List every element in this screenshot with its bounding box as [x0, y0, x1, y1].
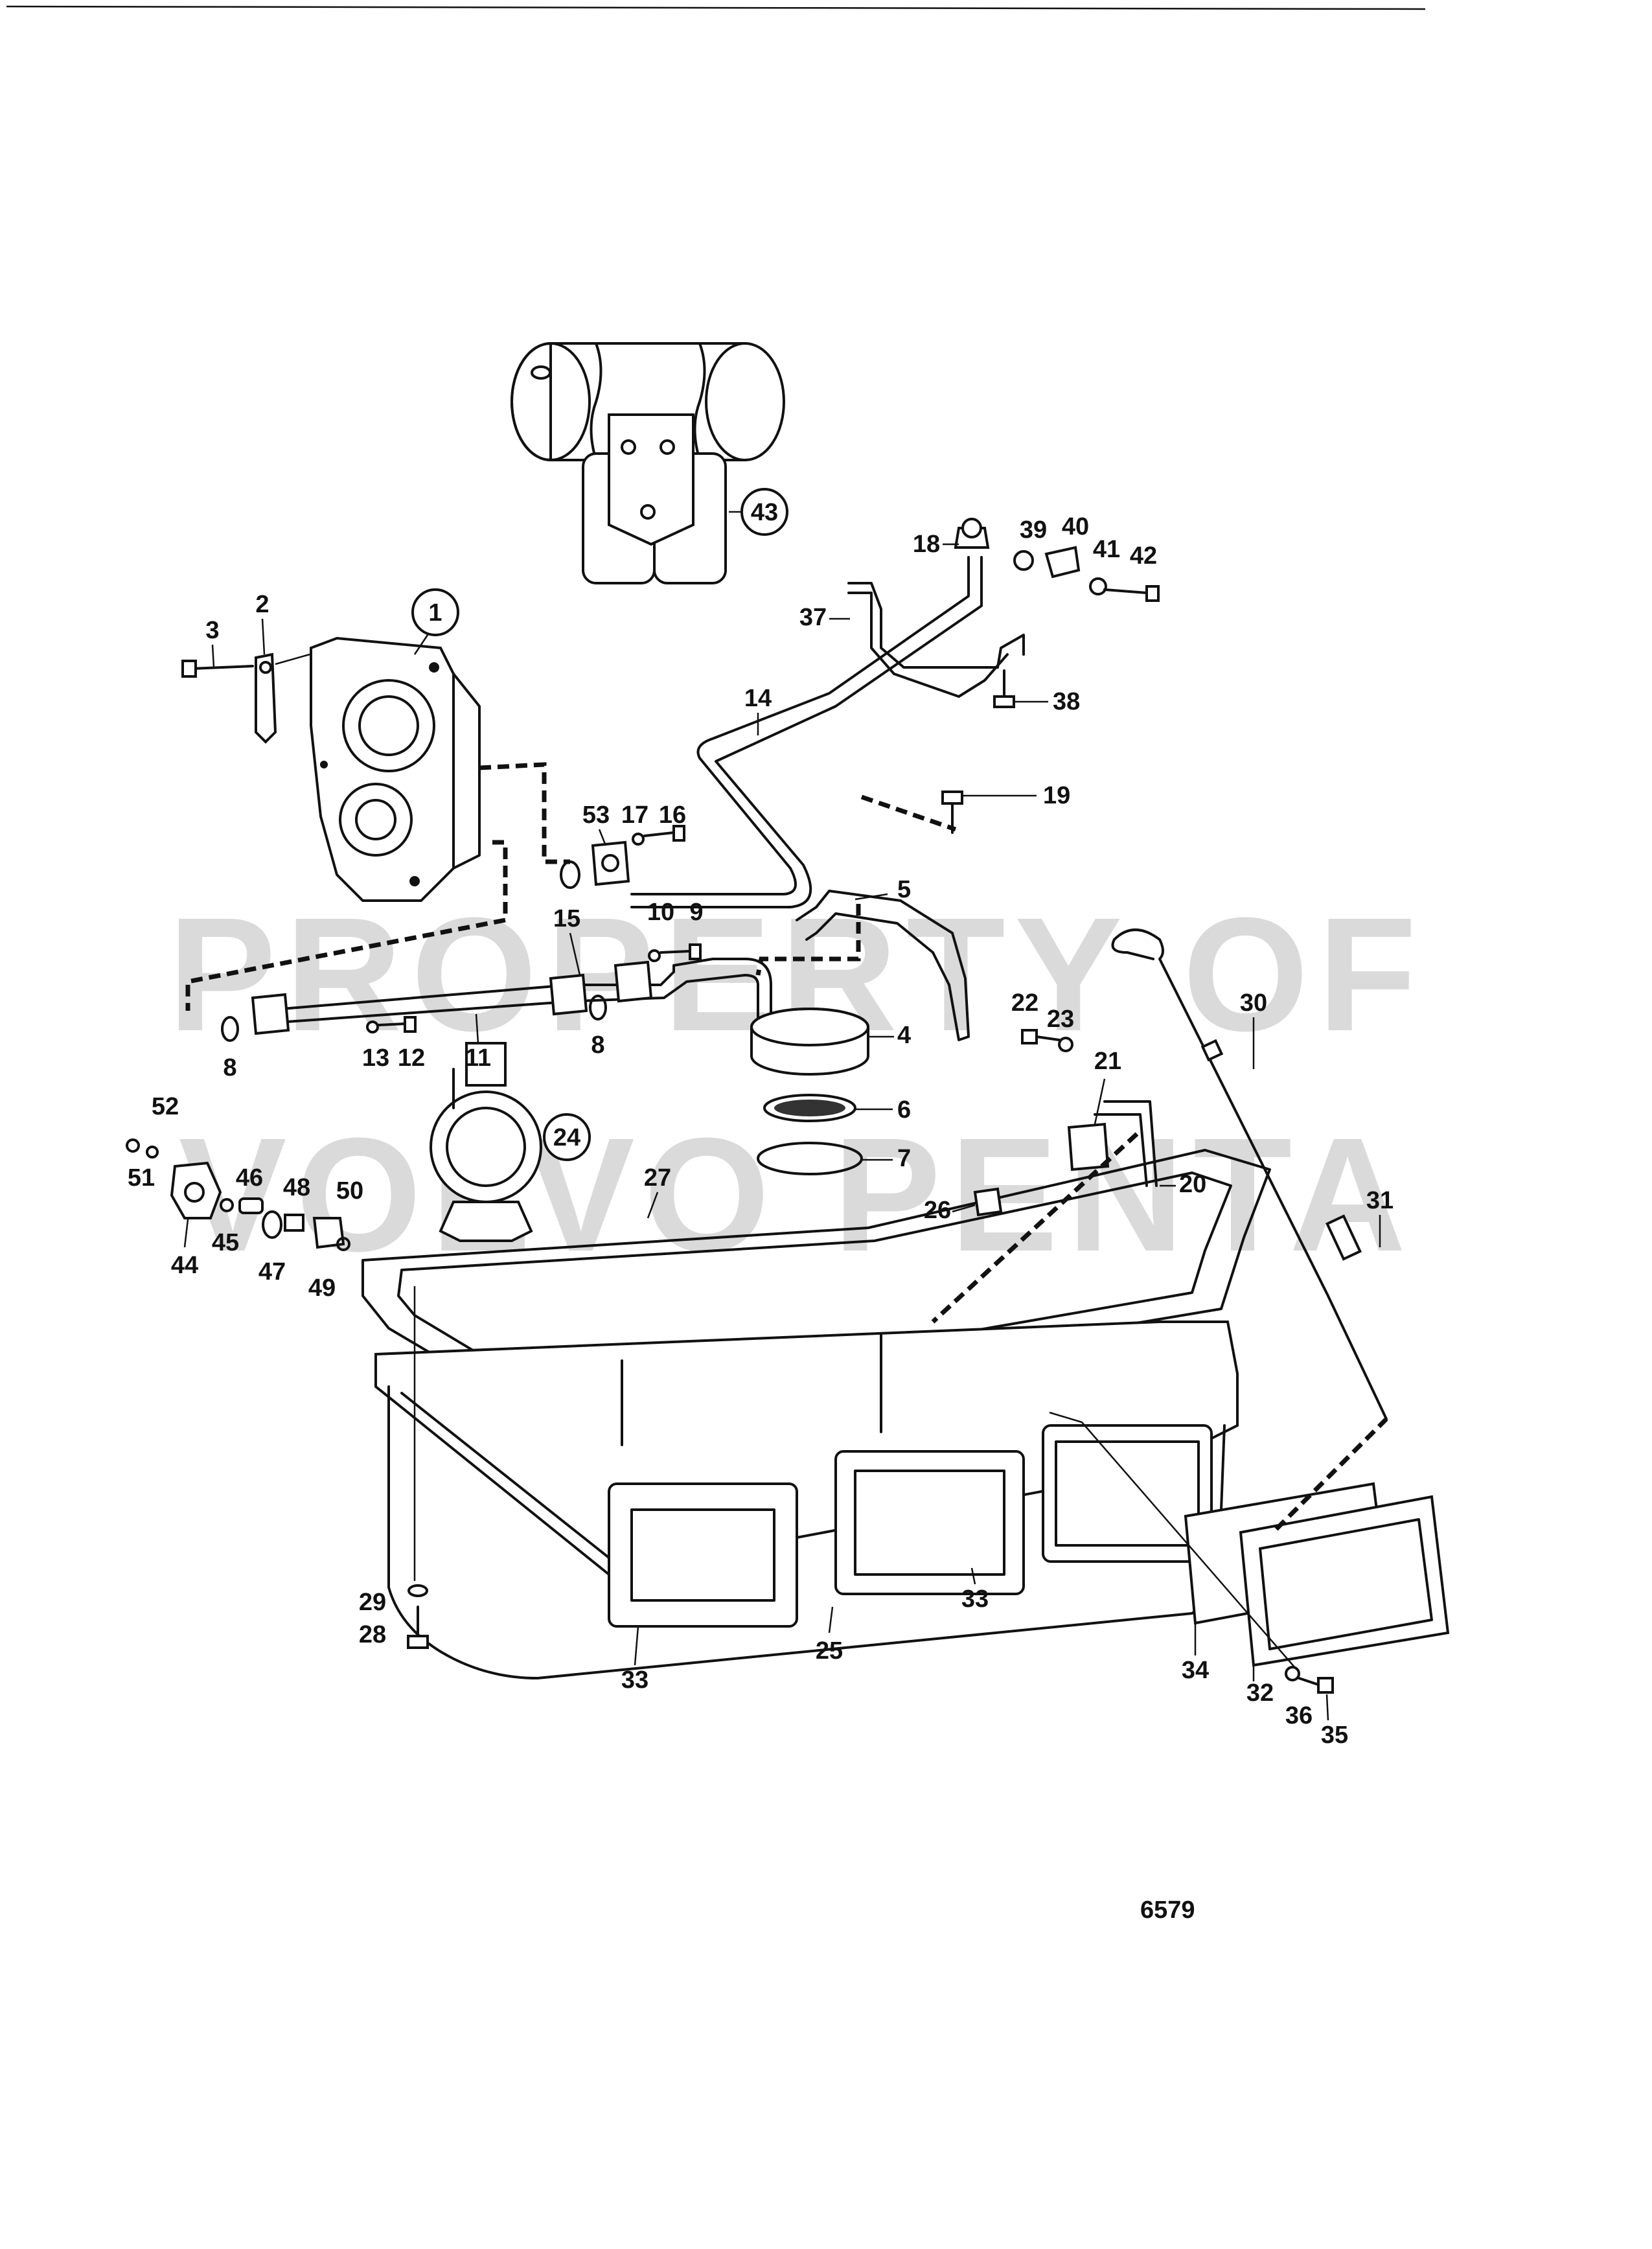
callout-52: 52: [152, 1093, 179, 1120]
callout-8-left: 8: [223, 1054, 236, 1081]
callout-3: 3: [205, 617, 219, 644]
callout-30: 30: [1240, 989, 1267, 1017]
bolt-and-lock-plate: [181, 652, 310, 744]
callout-13: 13: [362, 1044, 389, 1072]
delivery-pipe: [630, 556, 983, 908]
callout-1: 1: [428, 599, 442, 627]
callout-28: 28: [359, 1621, 386, 1648]
callout-8-right: 8: [591, 1032, 604, 1059]
flange-parts: [560, 825, 685, 889]
callout-4: 4: [897, 1022, 911, 1049]
callout-45: 45: [212, 1229, 239, 1256]
pipe-bracket: [847, 582, 1025, 698]
callout-37: 37: [799, 604, 827, 631]
callout-labels: 1 2 3 4 5 6 7 8 8 9 10 11 12 13 14 15 16…: [128, 488, 1394, 1749]
callout-34: 34: [1182, 1657, 1209, 1684]
drain-plug: [407, 1584, 429, 1649]
callout-11: 11: [465, 1044, 491, 1072]
scavenge-pump: [430, 1042, 542, 1242]
bracket-bolt: [993, 669, 1015, 708]
callout-35: 35: [1321, 1722, 1348, 1749]
oil-pump: [310, 636, 481, 902]
callout-21: 21: [1094, 1048, 1121, 1075]
callout-47: 47: [258, 1258, 286, 1286]
strainer-bracket: [796, 790, 970, 1041]
callout-15: 15: [553, 905, 580, 932]
callout-31: 31: [1366, 1187, 1394, 1214]
oil-pan: [374, 1321, 1239, 1679]
callout-17: 17: [621, 802, 648, 829]
callout-38: 38: [1053, 688, 1080, 715]
callout-33-right: 33: [961, 1586, 989, 1613]
oil-strainer: [750, 1008, 869, 1175]
callout-53: 53: [582, 802, 610, 829]
callout-50: 50: [336, 1177, 363, 1205]
callout-2: 2: [255, 591, 269, 618]
callout-36: 36: [1285, 1702, 1313, 1729]
callout-6: 6: [897, 1096, 911, 1124]
callout-circle-1: [411, 588, 459, 636]
callout-16: 16: [659, 802, 686, 829]
figure-number: 6579: [1140, 1897, 1195, 1924]
callout-25: 25: [816, 1637, 843, 1665]
callout-18: 18: [913, 531, 940, 558]
callout-29: 29: [359, 1589, 386, 1616]
callout-27: 27: [644, 1164, 671, 1192]
callout-22: 22: [1011, 989, 1038, 1017]
callout-5: 5: [897, 876, 911, 903]
suction-pipe: [221, 943, 772, 1044]
callout-43: 43: [751, 499, 778, 526]
callout-39: 39: [1020, 516, 1047, 544]
callout-32: 32: [1246, 1679, 1274, 1707]
dipstick: [1111, 928, 1388, 1420]
callout-7: 7: [897, 1145, 911, 1172]
callout-19: 19: [1043, 782, 1070, 809]
callout-12: 12: [398, 1044, 425, 1072]
callout-40: 40: [1062, 513, 1089, 540]
callout-42: 42: [1130, 542, 1157, 570]
callout-9: 9: [689, 899, 703, 926]
callout-14: 14: [744, 685, 772, 712]
scan-edge-line: [6, 5, 1426, 10]
callout-44: 44: [171, 1252, 198, 1279]
dipstick-guide-parts: [973, 1029, 1158, 1217]
callout-23: 23: [1047, 1006, 1074, 1033]
callout-49: 49: [308, 1274, 336, 1302]
callout-10: 10: [647, 899, 674, 926]
callout-33-left: 33: [621, 1667, 648, 1694]
callout-circle-24: [543, 1113, 591, 1161]
callout-20: 20: [1179, 1171, 1206, 1198]
callout-41: 41: [1093, 536, 1120, 563]
relief-valve-parts: [126, 1138, 350, 1251]
callout-24: 24: [553, 1124, 580, 1151]
clamp-parts: [1013, 546, 1160, 602]
side-cover-parts: [1184, 1482, 1450, 1694]
watermark-line2: VOLVO PENTA: [179, 1104, 1416, 1285]
callout-26: 26: [924, 1197, 951, 1224]
oil-filter-assembly: [511, 342, 785, 584]
callout-51: 51: [128, 1164, 155, 1192]
assembly-lines: [185, 762, 1388, 1669]
callout-46: 46: [236, 1164, 263, 1192]
watermark: PROPERTY OF VOLVO PENTA: [168, 884, 1416, 1285]
pipe-connector: [954, 518, 990, 549]
callout-48: 48: [283, 1174, 310, 1201]
